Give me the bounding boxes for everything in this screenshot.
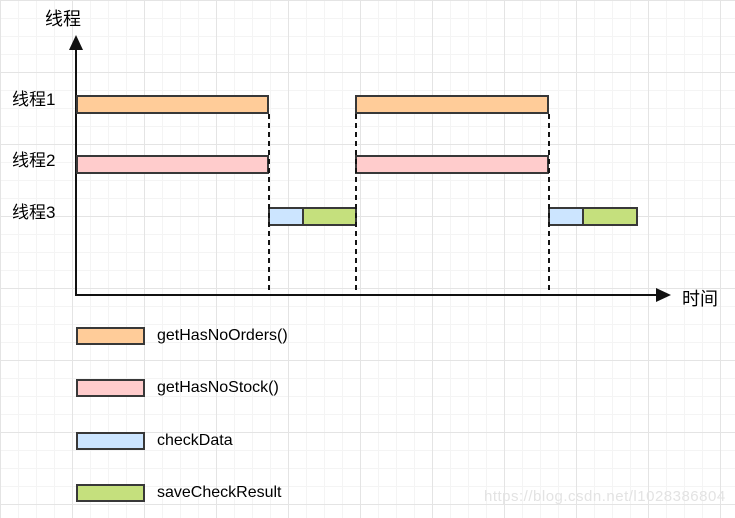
bar-getHasNoStock <box>355 155 549 174</box>
legend-swatch-getHasNoStock <box>76 379 145 397</box>
legend-label: saveCheckResult <box>157 484 282 501</box>
x-axis-title: 时间 <box>682 289 718 309</box>
legend-swatch-checkData <box>76 432 145 450</box>
bar-checkData <box>268 207 304 226</box>
legend-label: getHasNoOrders() <box>157 327 288 344</box>
legend-label: checkData <box>157 432 233 449</box>
row-label-thread1: 线程1 <box>12 90 56 109</box>
legend-label: getHasNoStock() <box>157 379 279 396</box>
bar-getHasNoOrders <box>355 95 549 114</box>
y-axis-title: 线程 <box>45 9 81 29</box>
legend-swatch-saveCheckResult <box>76 484 145 502</box>
dashed-sync-line <box>355 114 357 295</box>
legend-item: getHasNoStock() <box>76 379 279 397</box>
legend-item: saveCheckResult <box>76 484 282 502</box>
legend-item: getHasNoOrders() <box>76 327 288 345</box>
dashed-sync-line <box>268 114 270 295</box>
bar-saveCheckResult <box>302 207 357 226</box>
bar-getHasNoOrders <box>76 95 269 114</box>
legend-item: checkData <box>76 432 233 450</box>
watermark: https://blog.csdn.net/l1028386804 <box>484 488 726 505</box>
row-label-thread2: 线程2 <box>12 151 56 170</box>
legend-swatch-getHasNoOrders <box>76 327 145 345</box>
dashed-sync-line <box>548 114 550 295</box>
bar-getHasNoStock <box>76 155 269 174</box>
y-axis-arrow-up-icon <box>69 35 83 50</box>
x-axis-arrow-right-icon <box>656 288 671 302</box>
row-label-thread3: 线程3 <box>12 203 56 222</box>
bar-checkData <box>548 207 584 226</box>
bar-saveCheckResult <box>582 207 638 226</box>
x-axis-line <box>75 294 659 296</box>
